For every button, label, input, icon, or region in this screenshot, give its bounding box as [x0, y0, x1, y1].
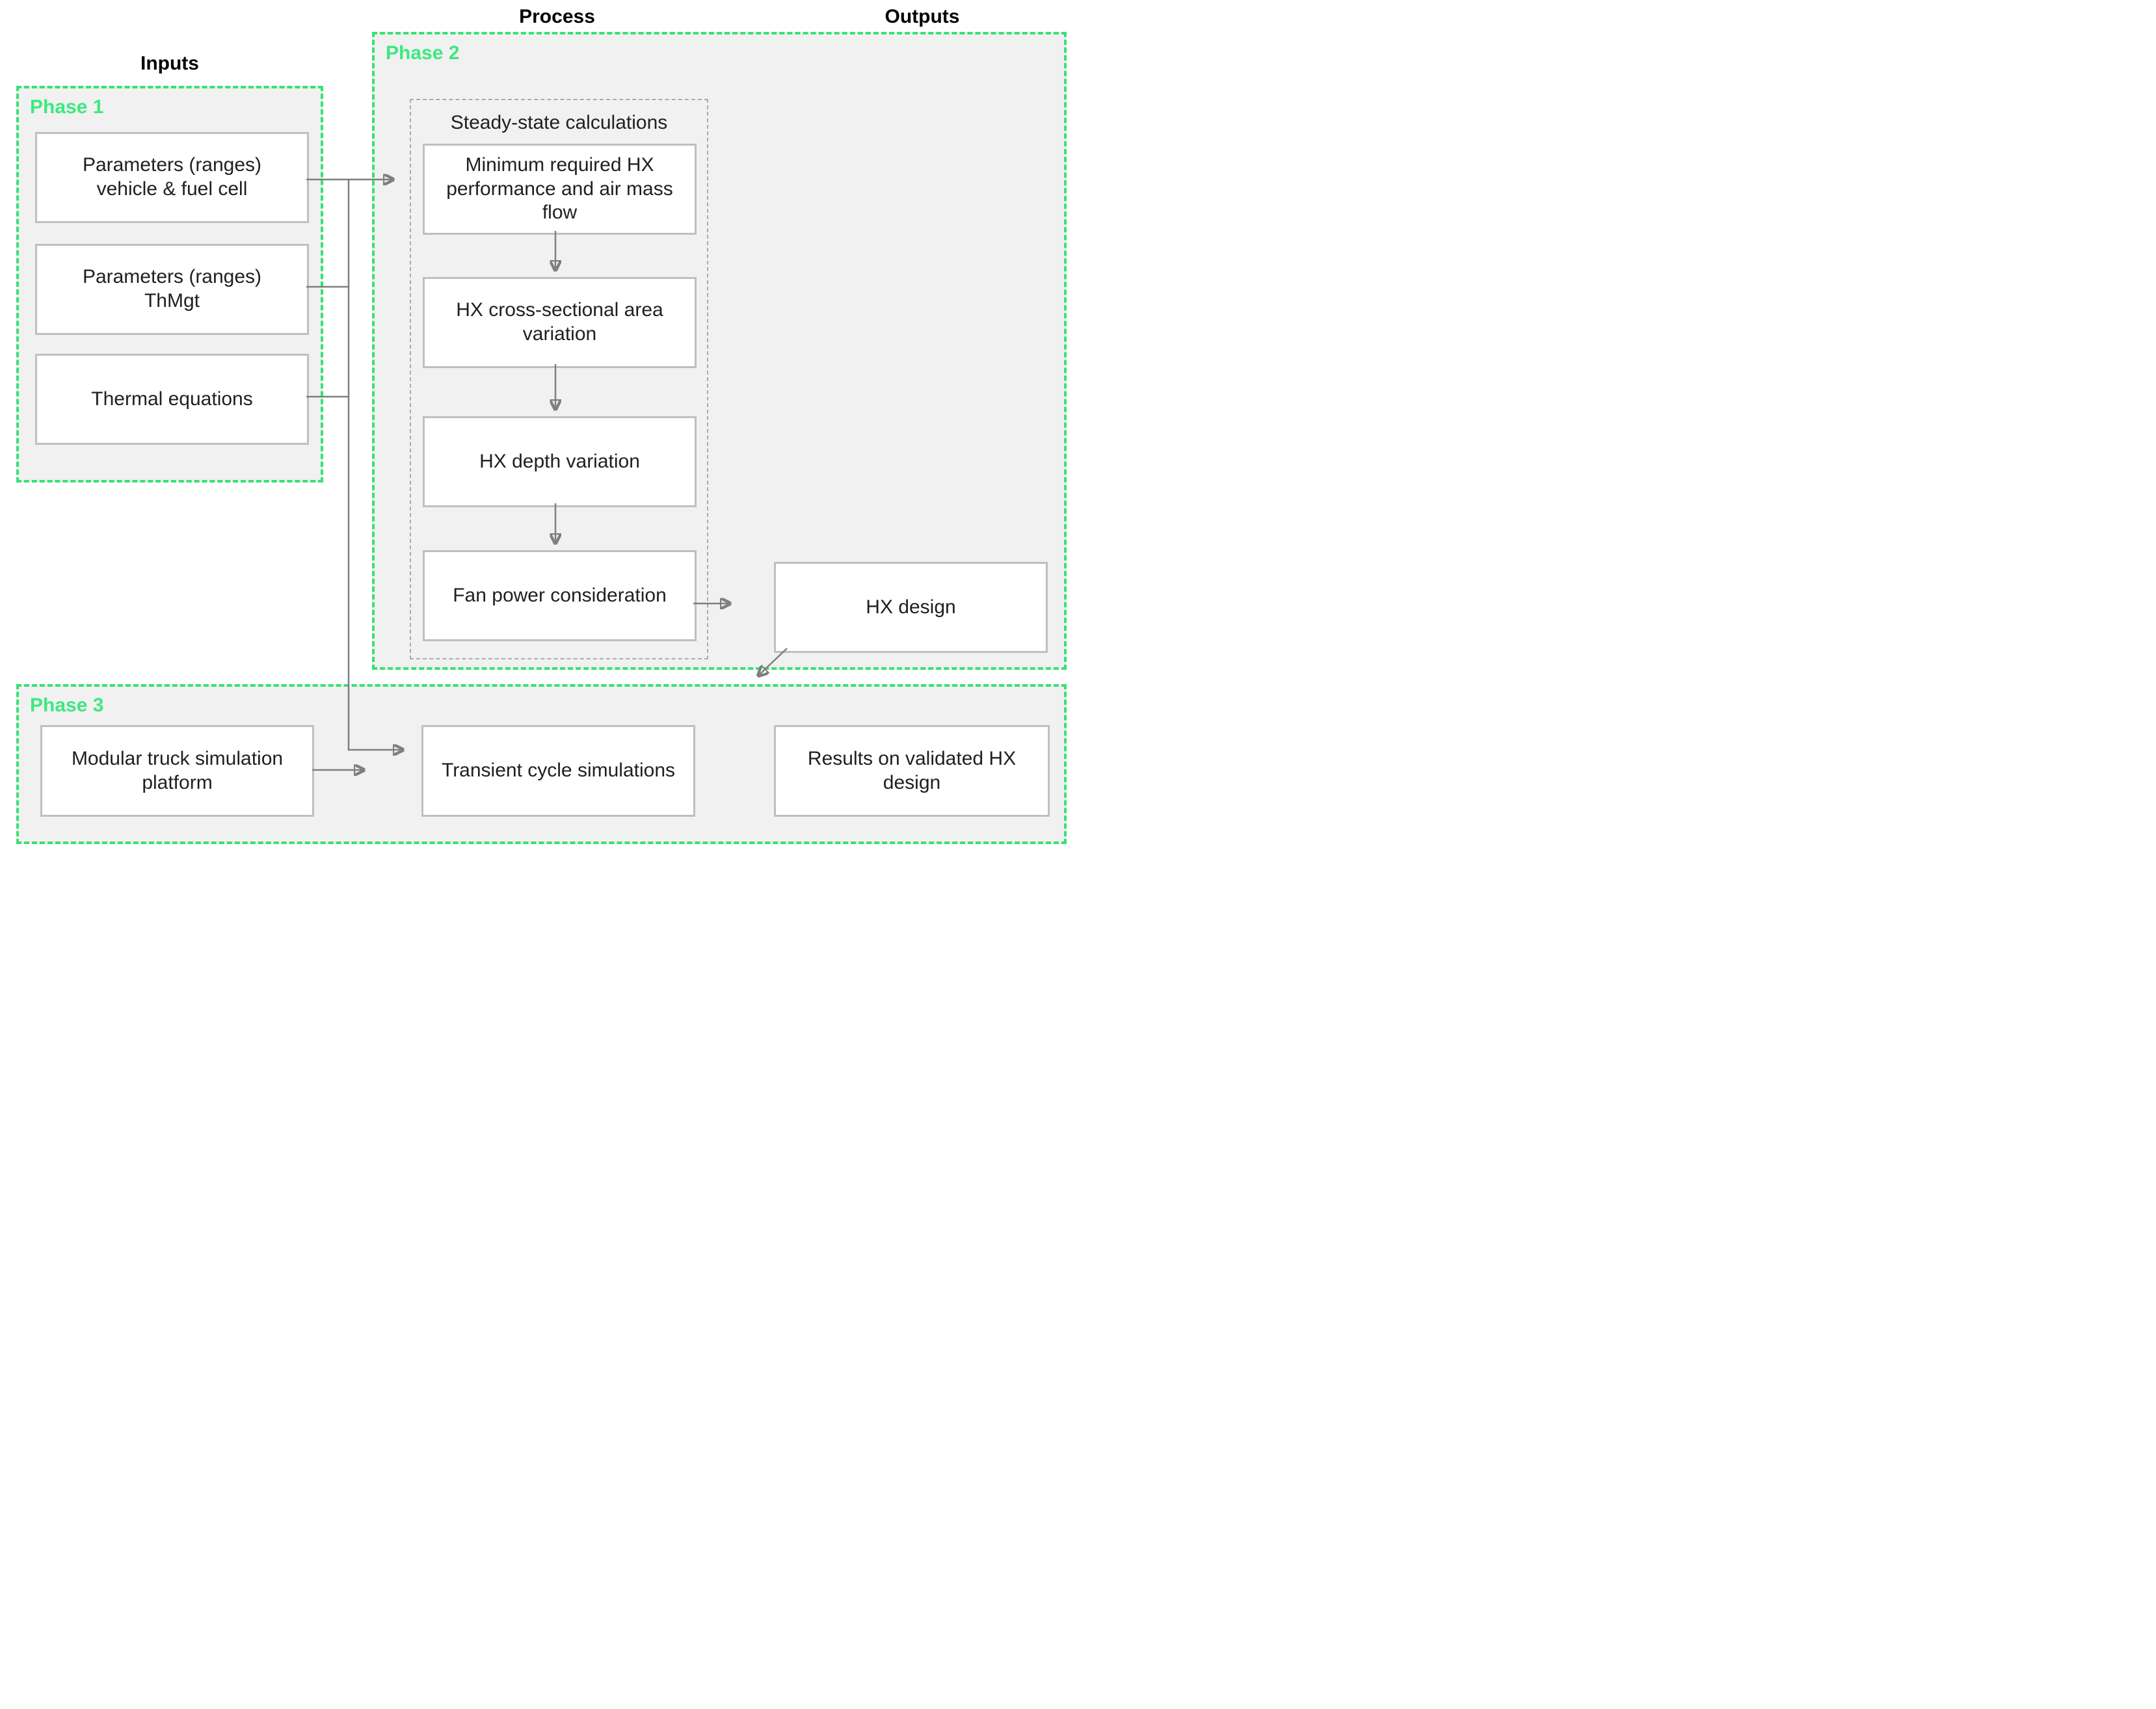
column-header-inputs: Inputs: [140, 53, 199, 74]
phase1-box-parameters-vehicle-fuel-cell: Parameters (ranges) vehicle & fuel cell: [35, 132, 309, 223]
output-box-hx-design: HX design: [774, 562, 1048, 653]
phase1-container: Phase 1 Parameters (ranges) vehicle & fu…: [16, 86, 323, 483]
phase3-label: Phase 3: [30, 695, 104, 716]
column-header-process: Process: [519, 6, 595, 27]
phase2-container: Phase 2 Steady-state calculations Minimu…: [372, 32, 1067, 670]
phase2-label: Phase 2: [386, 42, 460, 64]
process-box-hx-cross-sectional-area: HX cross-sectional area variation: [423, 277, 697, 368]
phase3-container: Phase 3 Modular truck simulation platfor…: [16, 684, 1067, 844]
column-header-outputs: Outputs: [885, 6, 960, 27]
phase1-label: Phase 1: [30, 96, 104, 118]
process-box-minimum-required-hx: Minimum required HX performance and air …: [423, 144, 697, 235]
process-box-hx-depth-variation: HX depth variation: [423, 416, 697, 507]
process-box-fan-power-consideration: Fan power consideration: [423, 550, 697, 641]
phase1-box-thermal-equations: Thermal equations: [35, 354, 309, 445]
steady-state-group: Steady-state calculations Minimum requir…: [410, 99, 708, 659]
flowchart-canvas: Inputs Process Outputs Phase 1 Parameter…: [0, 0, 1078, 854]
phase1-box-parameters-thmgt: Parameters (ranges) ThMgt: [35, 244, 309, 335]
phase3-box-modular-truck-simulation: Modular truck simulation platform: [40, 725, 314, 817]
steady-state-title: Steady-state calculations: [450, 112, 668, 133]
phase3-box-results-validated-hx: Results on validated HX design: [774, 725, 1050, 817]
phase3-box-transient-cycle-simulations: Transient cycle simulations: [421, 725, 695, 817]
